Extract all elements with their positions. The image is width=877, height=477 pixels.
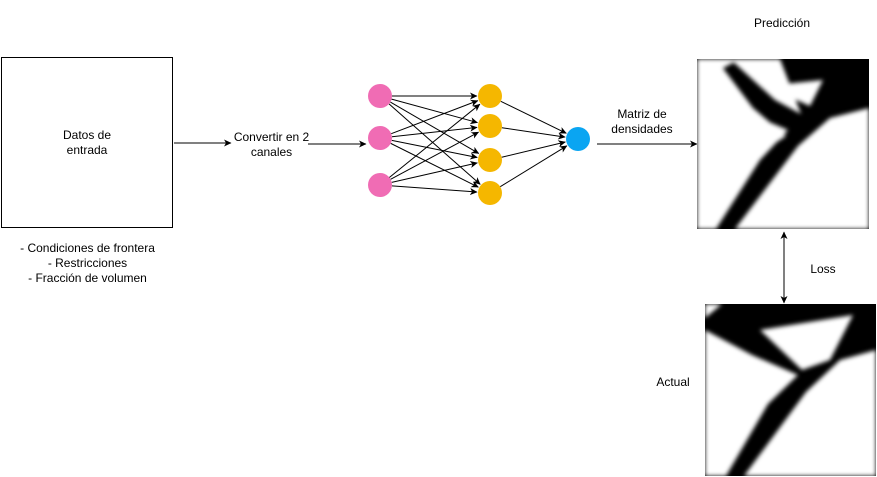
condition-volume-fraction: - Fracción de volumen [28,271,147,285]
connection-l0-2-1 [390,131,479,180]
density-matrix-label: Matriz de densidades [611,107,673,136]
input-neuron-1 [368,126,392,150]
connection-l0-0-1 [391,98,478,125]
connection-l1-0-0 [500,100,567,134]
hidden-neuron-0 [478,84,502,108]
connection-l0-2-2 [391,161,478,183]
connection-l0-1-2 [391,139,478,160]
connection-l1-1-0 [501,127,566,140]
input-neuron-0 [368,84,392,108]
connection-l0-1-0 [391,99,479,135]
conditions-list: - Condiciones de frontera - Restriccione… [0,241,175,286]
hidden-neuron-1 [478,114,502,138]
convert-channels-label: Convertir en 2 canales [233,130,310,159]
network-neurons [368,84,590,205]
connection-l0-1-1 [391,124,478,138]
hidden-neuron-2 [478,148,502,172]
connection-l0-0-2 [390,101,480,154]
condition-restrictions: - Restricciones [47,256,128,270]
input-data-box: Datos de entrada [1,57,173,228]
prediction-image [697,59,869,229]
network-connections [388,92,568,196]
input-data-title: Datos de entrada [62,127,112,157]
output-neuron-0 [566,127,590,151]
connection-l0-2-0 [389,103,481,178]
connection-l0-2-3 [391,185,478,196]
connection-l0-0-3 [388,103,481,185]
condition-boundary: - Condiciones de frontera [20,241,155,255]
connection-l1-3-0 [499,145,568,188]
actual-image [705,304,876,476]
connection-l0-1-3 [390,142,479,188]
actual-label: Actual [656,375,690,389]
hidden-neuron-3 [478,181,502,205]
loss-label: Loss [810,262,836,276]
input-neuron-2 [368,173,392,197]
prediction-label: Predicción [753,16,811,30]
connection-l1-2-0 [501,140,566,158]
